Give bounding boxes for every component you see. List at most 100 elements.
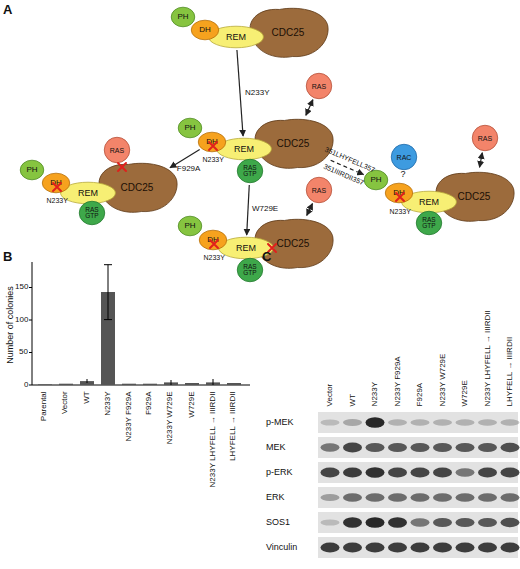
- ras-gtp-circle: RAS GTP: [79, 201, 105, 225]
- blot-band: [456, 443, 475, 452]
- node-text: RAS GTP: [416, 217, 442, 230]
- category-label: LHYFELL → IIIRDII: [229, 391, 238, 461]
- ellipse-shape: [20, 160, 44, 180]
- mutation-label: N233Y: [47, 197, 68, 205]
- blot-band: [433, 443, 452, 452]
- blot-band: [501, 518, 520, 528]
- ras-circle: RAS: [104, 137, 130, 163]
- ellipse-shape: [385, 183, 412, 203]
- error-cap: [104, 319, 112, 320]
- node-text: PH: [184, 222, 195, 230]
- blot-band: [501, 542, 520, 552]
- node-text: REM: [419, 198, 439, 207]
- blot-row-label: ERK: [266, 493, 285, 503]
- blot-band: [456, 468, 475, 476]
- panel-letter: C: [262, 250, 271, 264]
- ellipse-shape: [306, 177, 331, 202]
- bar: [122, 384, 136, 385]
- lane-label: N233Y F929A: [393, 356, 402, 406]
- ras-circle: RAS: [306, 177, 332, 203]
- bar-chart-axes: [29, 262, 250, 385]
- ellipse-shape: [178, 216, 202, 236]
- category-label: W729E: [188, 391, 197, 417]
- category-label: N233Y: [104, 391, 113, 415]
- node-text: RAS GTP: [79, 207, 105, 220]
- ellipse-shape: [416, 211, 441, 235]
- tick: [29, 320, 32, 321]
- connector-arrow: [247, 185, 250, 235]
- blot-band: [478, 542, 497, 552]
- blot-band: [366, 493, 385, 502]
- lane-label: F929A: [416, 382, 425, 406]
- blot-strip: [318, 412, 518, 433]
- ellipse-shape: [237, 159, 262, 183]
- dh-domain: DH: [199, 230, 227, 250]
- blot-band: [456, 419, 475, 426]
- bar: [143, 384, 157, 385]
- blot-band: [456, 518, 475, 527]
- edge-label: F929A: [177, 165, 201, 174]
- blot-band: [411, 493, 430, 502]
- blot-row-label: Vinculin: [266, 543, 297, 553]
- blot-strip: [318, 537, 518, 558]
- edge-label: W729E: [252, 205, 278, 214]
- category-label: Vector: [61, 391, 70, 414]
- ellipse-shape: [472, 125, 497, 150]
- blot-band: [501, 468, 520, 478]
- blot-band: [478, 493, 497, 502]
- blot-band: [433, 468, 452, 478]
- node-text: RAS: [110, 147, 124, 154]
- ph-domain: PH: [171, 7, 195, 27]
- blot-band: [388, 517, 407, 527]
- ellipse-shape: [104, 137, 129, 162]
- blot-strip: [318, 512, 518, 533]
- blot-strip: [318, 437, 518, 458]
- ellipse-shape: [61, 182, 116, 204]
- bar: [38, 384, 52, 386]
- bar: [227, 383, 241, 385]
- mutation-label: N233Y: [203, 156, 224, 164]
- blot-band: [388, 493, 407, 502]
- category-label: N233Y F929A: [125, 391, 134, 441]
- blot-band: [343, 493, 362, 502]
- connector-arrow: [237, 50, 243, 136]
- blot-band: [321, 542, 340, 552]
- western-blot: [318, 412, 520, 558]
- blot-band: [501, 493, 520, 502]
- ellipse-shape: [217, 138, 272, 160]
- node-text: PH: [184, 124, 195, 132]
- node-text: CDC25: [121, 183, 154, 193]
- ellipse-shape: [79, 201, 104, 225]
- blob-shape: [255, 219, 333, 268]
- rac-circle: RAC: [391, 144, 417, 170]
- dh-domain: DH: [42, 173, 70, 193]
- blot-band: [366, 517, 385, 528]
- ph-domain: PH: [178, 216, 202, 236]
- blob-shape: [250, 8, 328, 57]
- blot-band: [321, 519, 340, 525]
- node-text: REM: [226, 33, 246, 42]
- bars: [38, 292, 241, 385]
- blot-band: [388, 542, 407, 552]
- blot-band: [456, 542, 475, 552]
- blot-band: [478, 468, 497, 478]
- node-text: REM: [78, 189, 98, 198]
- ellipse-shape: [391, 144, 416, 169]
- blot-band: [411, 443, 430, 452]
- node-text: CDC25: [277, 239, 310, 249]
- node-text: RAS: [478, 135, 492, 142]
- node-text: PH: [177, 13, 188, 21]
- ellipse-shape: [171, 7, 195, 27]
- connector-arrow: [480, 153, 483, 167]
- ellipse-shape: [237, 258, 262, 282]
- node-text: DH: [199, 26, 211, 34]
- blot-band: [433, 518, 452, 527]
- ellipse-shape: [191, 20, 218, 40]
- blot-band: [366, 542, 385, 552]
- ellipse-shape: [209, 26, 264, 48]
- error-bars: [87, 265, 213, 385]
- blot-band: [366, 467, 385, 477]
- category-label: N233Y W729E: [166, 391, 175, 444]
